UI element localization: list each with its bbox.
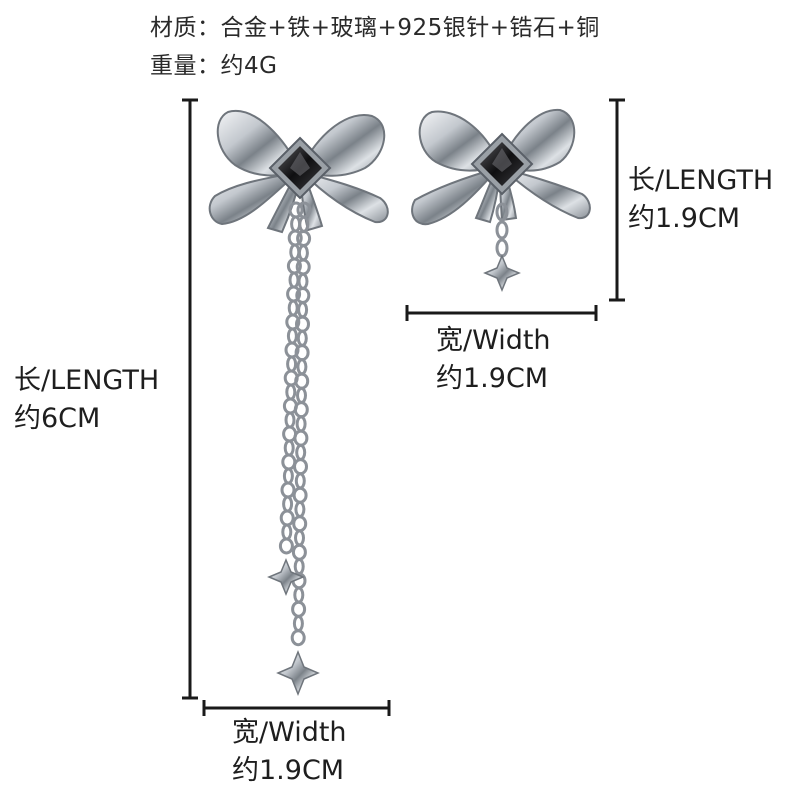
short-width-title: 宽/Width [436,325,551,356]
long-length-dimension-line [182,98,198,700]
short-earring-charm [483,254,521,292]
long-length-label: 长/LENGTH 约6CM [14,362,159,438]
long-length-title: 长/LENGTH [14,365,160,396]
long-earring-charm-1 [267,558,305,596]
short-width-label: 宽/Width 约1.9CM [436,322,551,398]
long-earring-charm-2 [276,649,320,697]
short-earring-drop [495,202,509,258]
weight-spec: 重量：约4G [150,53,278,79]
short-width-dimension-line [405,305,598,321]
short-length-title: 长/LENGTH [628,165,774,196]
long-earring-stone [268,136,332,200]
long-earring-chain [278,201,312,647]
short-earring-bow [411,108,591,226]
long-width-label: 宽/Width 约1.9CM [232,714,347,790]
long-width-value: 约1.9CM [232,755,345,786]
long-width-dimension-line [202,700,391,716]
short-length-dimension-line [609,98,625,302]
short-width-value: 约1.9CM [436,363,549,394]
short-length-label: 长/LENGTH 约1.9CM [628,162,773,238]
short-length-value: 约1.9CM [628,203,741,234]
materials-spec: 材质：合金+铁+玻璃+925银针+锆石+铜 [150,15,600,41]
long-width-title: 宽/Width [232,717,347,748]
long-length-value: 约6CM [14,403,101,434]
short-earring-stone [470,132,534,196]
